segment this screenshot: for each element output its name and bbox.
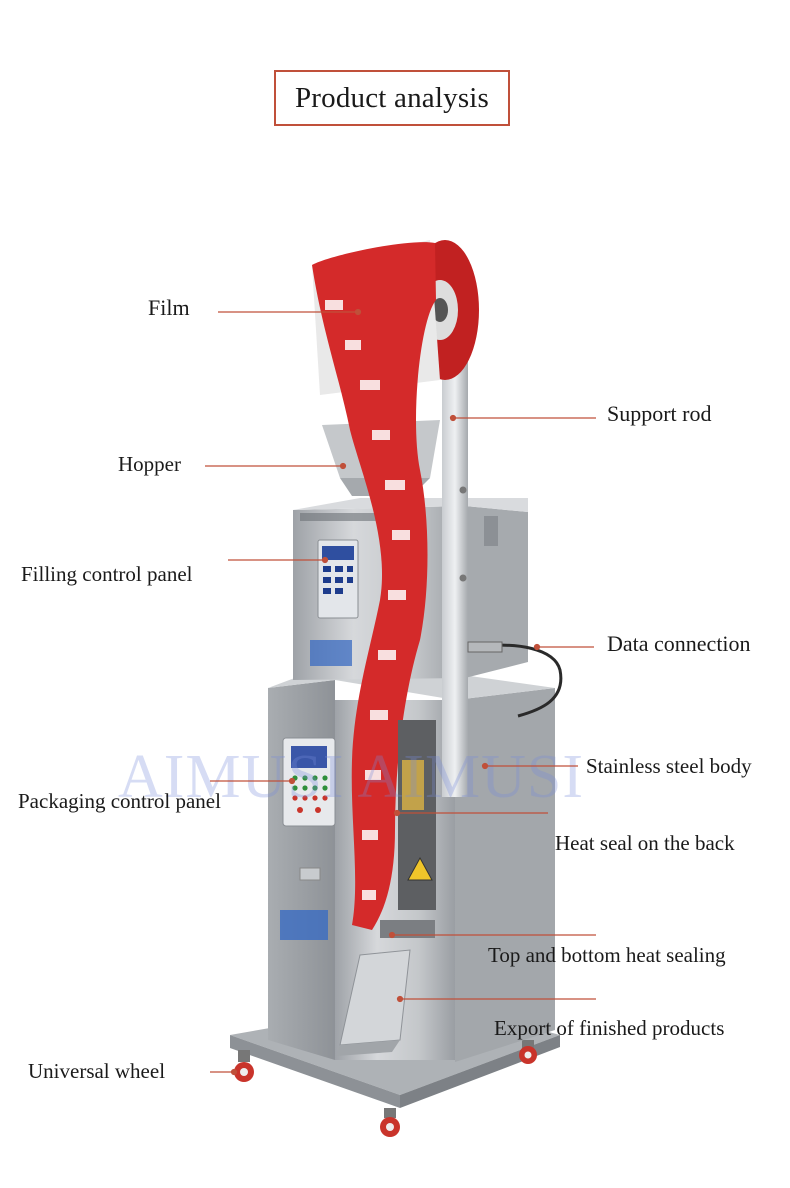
label-packaging-control-panel: Packaging control panel (18, 789, 221, 813)
page-title: Product analysis (294, 81, 490, 114)
page-title-box: Product analysis (274, 70, 510, 126)
universal-wheels (234, 1040, 537, 1137)
label-universal-wheel: Universal wheel (28, 1059, 166, 1083)
label-data-connection: Data connection (607, 631, 751, 656)
lower-switches (280, 867, 328, 940)
label-support-rod: Support rod (607, 401, 712, 426)
data-cable (467, 643, 563, 718)
watermark: AIMUSI AIMUSI (118, 743, 584, 811)
label-film: Film (148, 295, 190, 320)
label-filling-control-panel: Filling control panel (21, 562, 193, 586)
label-heat-seal-back: Heat seal on the back (555, 831, 735, 855)
label-stainless-steel-body: Stainless steel body (586, 754, 752, 778)
label-top-bottom-heat-sealing: Top and bottom heat sealing (488, 943, 726, 967)
label-hopper: Hopper (118, 452, 181, 476)
label-export-finished-products: Export of finished products (494, 1016, 725, 1040)
output-chute (336, 949, 411, 1056)
packaging-control-panel (282, 737, 336, 827)
film-strip (312, 242, 436, 931)
